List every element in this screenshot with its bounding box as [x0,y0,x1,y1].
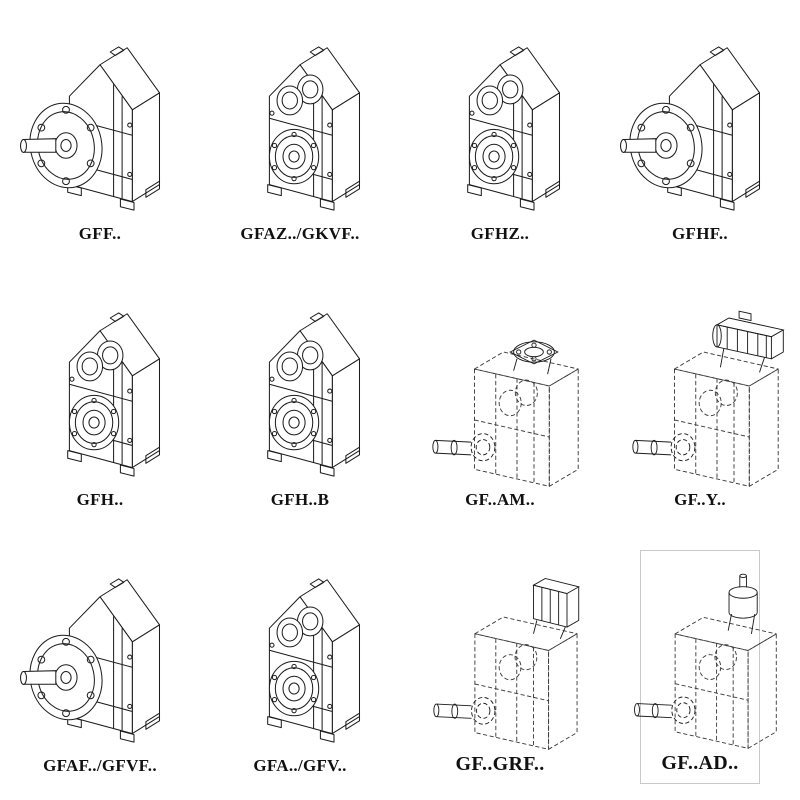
catalog-cell: GFAF../GFVF.. [20,550,161,784]
model-label: GFH.. [76,490,124,509]
gearbox-drawing-phantom-input-flange [432,339,579,487]
model-label: GFAZ../GKVF.. [240,224,360,243]
gearbox-drawing-flange-shaft [620,46,761,211]
catalog-cell: GFA../GFV.. [240,550,361,784]
catalog-cell: GFHZ.. [440,18,561,252]
catalog-cell: GFH.. [40,284,161,518]
gearbox-drawing-phantom-gear-input [433,578,580,750]
model-label: GFF.. [78,224,122,243]
catalog-cell: GFF.. [20,18,161,252]
gearbox-drawing-flange-shaft [20,46,161,211]
model-label: GFH..B [270,490,330,509]
gearbox-drawing-hollow-shaft [267,46,361,211]
gearbox-drawing-phantom-motor [632,310,784,487]
model-label: GFHZ.. [470,224,530,243]
catalog-cell: GFH..B [240,284,361,518]
gearbox-drawing-flange-shaft [20,578,161,743]
catalog-cell: GFAZ../GKVF.. [240,18,361,252]
catalog-cell: GF..Y.. [632,284,784,518]
catalog-cell: GF..AM.. [432,284,579,518]
model-label: GFHF.. [672,224,728,243]
gearbox-drawing-hollow-shaft [67,312,161,477]
model-label: GF..AD.. [661,752,739,774]
model-label: GFA../GFV.. [253,756,347,775]
gearbox-drawing-hollow-shaft [267,578,361,743]
gearbox-drawing-phantom-adapter [634,573,777,749]
model-label: GF..GRF.. [455,753,545,775]
catalog-cell: GFHF.. [620,18,761,252]
gearbox-drawing-hollow-shaft [467,46,561,211]
model-label: GF..AM.. [465,490,535,509]
model-label: GF..Y.. [674,490,726,509]
catalog-cell: GF..AD.. [634,550,777,784]
gearbox-drawing-hollow-shaft [267,312,361,477]
catalog-cell: GF..GRF.. [433,550,580,784]
model-label: GFAF../GFVF.. [43,756,157,775]
